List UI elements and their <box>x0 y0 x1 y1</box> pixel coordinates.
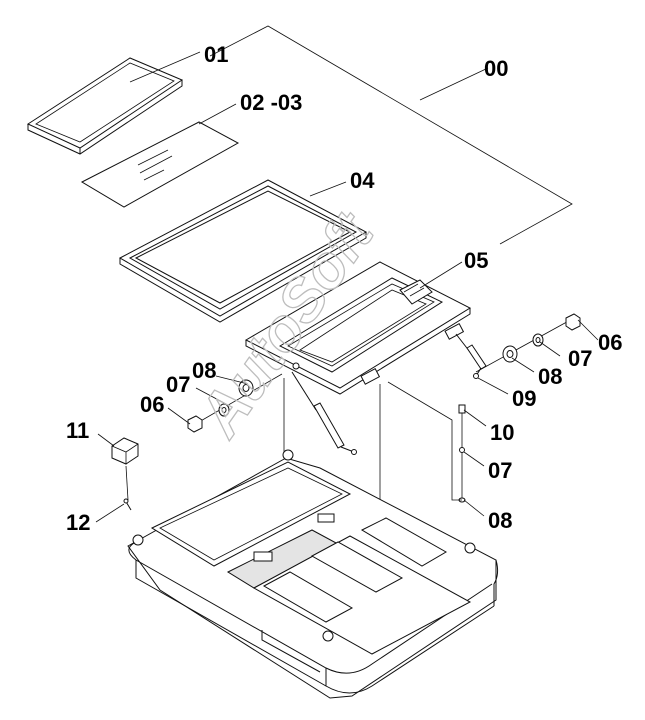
label-08-right: 08 <box>538 364 562 389</box>
label-01: 01 <box>204 42 228 67</box>
part-05-hatch-lid <box>244 261 472 395</box>
gas-strut-left <box>291 371 357 455</box>
label-12: 12 <box>66 510 90 535</box>
part-04-seal-frame <box>118 179 368 323</box>
label-06-right: 06 <box>598 330 622 355</box>
label-09: 09 <box>512 386 536 411</box>
fastener-stack-right <box>475 313 581 373</box>
part-labels: 00 01 02 -03 04 05 06 07 08 06 07 08 09 … <box>66 42 622 535</box>
fastener-stack-left <box>187 373 283 433</box>
part-12-screw <box>123 498 132 511</box>
part-11-handle <box>111 437 139 501</box>
label-11: 11 <box>66 418 89 443</box>
label-04: 04 <box>350 168 375 193</box>
label-08-left: 08 <box>192 358 216 383</box>
gas-strut-right <box>455 333 487 379</box>
label-05: 05 <box>464 248 488 273</box>
base-housing <box>127 449 499 699</box>
part-02-03-sheet <box>80 121 240 208</box>
fastener-stack-vertical <box>458 404 466 503</box>
label-06-left: 06 <box>140 392 164 417</box>
part-01-panel <box>26 57 184 155</box>
label-07-vertical: 07 <box>488 458 512 483</box>
label-02-03: 02 -03 <box>240 90 302 115</box>
label-07-left: 07 <box>166 372 190 397</box>
label-07-right: 07 <box>568 346 592 371</box>
leader-lines <box>95 25 599 523</box>
label-08-vertical: 08 <box>488 508 512 533</box>
label-10: 10 <box>490 420 514 445</box>
label-00: 00 <box>484 56 508 81</box>
